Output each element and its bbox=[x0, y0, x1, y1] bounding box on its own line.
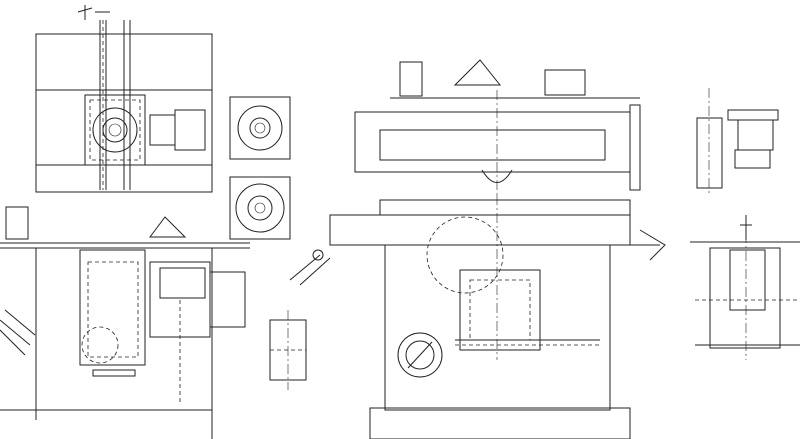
plan-view-top-left bbox=[35, 5, 213, 193]
front-elevation-center bbox=[289, 195, 666, 439]
side-elevation-right bbox=[690, 215, 800, 360]
small-part-view bbox=[269, 310, 307, 390]
detail-view-upper bbox=[229, 96, 291, 160]
plan-view-top-center bbox=[354, 59, 641, 195]
side-elevation-left bbox=[0, 206, 250, 439]
detail-view-lower bbox=[229, 176, 291, 240]
right-detail-views bbox=[696, 88, 779, 195]
